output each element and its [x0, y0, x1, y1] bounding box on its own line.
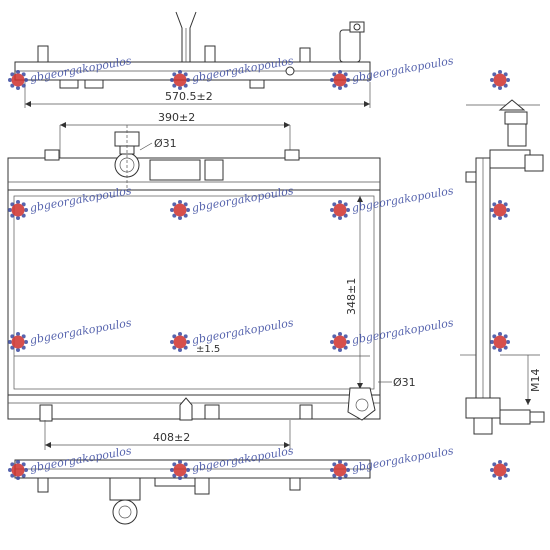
dimension-label-top-center: 390±2: [158, 111, 195, 124]
dimension-top-width: 570.5±2: [24, 82, 371, 108]
watermark: [490, 460, 510, 480]
watermark-brand-text: gbgeorgakopoulos: [351, 444, 455, 475]
dimension-label-bottom-width: 408±2: [153, 431, 190, 444]
brand-logo-icon: [170, 332, 190, 352]
dimension-label-inlet-diameter: Ø31: [154, 137, 177, 150]
front-view-lower-tank: [7, 387, 381, 422]
brand-logo-icon: [330, 460, 350, 480]
brand-logo-icon: [8, 460, 28, 480]
brand-logo-icon: [8, 70, 28, 90]
top-view-upper-bracket: [14, 11, 371, 89]
front-view-upper-tank: [7, 125, 381, 191]
dimension-side-thread: M14: [525, 355, 542, 405]
dimension-outlet-diameter: Ø31: [378, 376, 416, 389]
dimension-label-core-tolerance: ±1.5: [196, 344, 220, 355]
brand-logo-icon: [8, 332, 28, 352]
watermark: [490, 70, 510, 90]
dimension-core-tolerance: ±1.5: [196, 344, 220, 355]
brand-logo-icon: [330, 70, 350, 90]
dimension-core-height: 348±1: [345, 196, 363, 389]
brand-logo-icon: [490, 70, 510, 90]
dimension-label-outlet-diameter: Ø31: [393, 376, 416, 389]
dimension-label-top-width: 570.5±2: [165, 90, 213, 103]
dimension-label-side-thread: M14: [529, 369, 542, 393]
dimension-bottom-width: 408±2: [44, 420, 291, 450]
side-view: [460, 99, 545, 435]
brand-logo-icon: [330, 200, 350, 220]
brand-logo-icon: [170, 460, 190, 480]
watermark-brand-text: gbgeorgakopoulos: [351, 54, 455, 85]
front-view-core: [7, 189, 381, 396]
watermark: [490, 332, 510, 352]
brand-logo-icon: [490, 200, 510, 220]
brand-logo-icon: [8, 200, 28, 220]
brand-logo-icon: [170, 70, 190, 90]
brand-logo-icon: [490, 460, 510, 480]
dimension-inlet-diameter: Ø31: [139, 137, 177, 151]
dimension-label-core-height: 348±1: [345, 278, 358, 315]
bottom-view-lower-bracket: [14, 459, 371, 525]
brand-logo-icon: [490, 332, 510, 352]
brand-logo-icon: [330, 332, 350, 352]
dimension-top-center: 390±2: [59, 111, 291, 160]
brand-logo-icon: [170, 200, 190, 220]
watermark: [490, 200, 510, 220]
